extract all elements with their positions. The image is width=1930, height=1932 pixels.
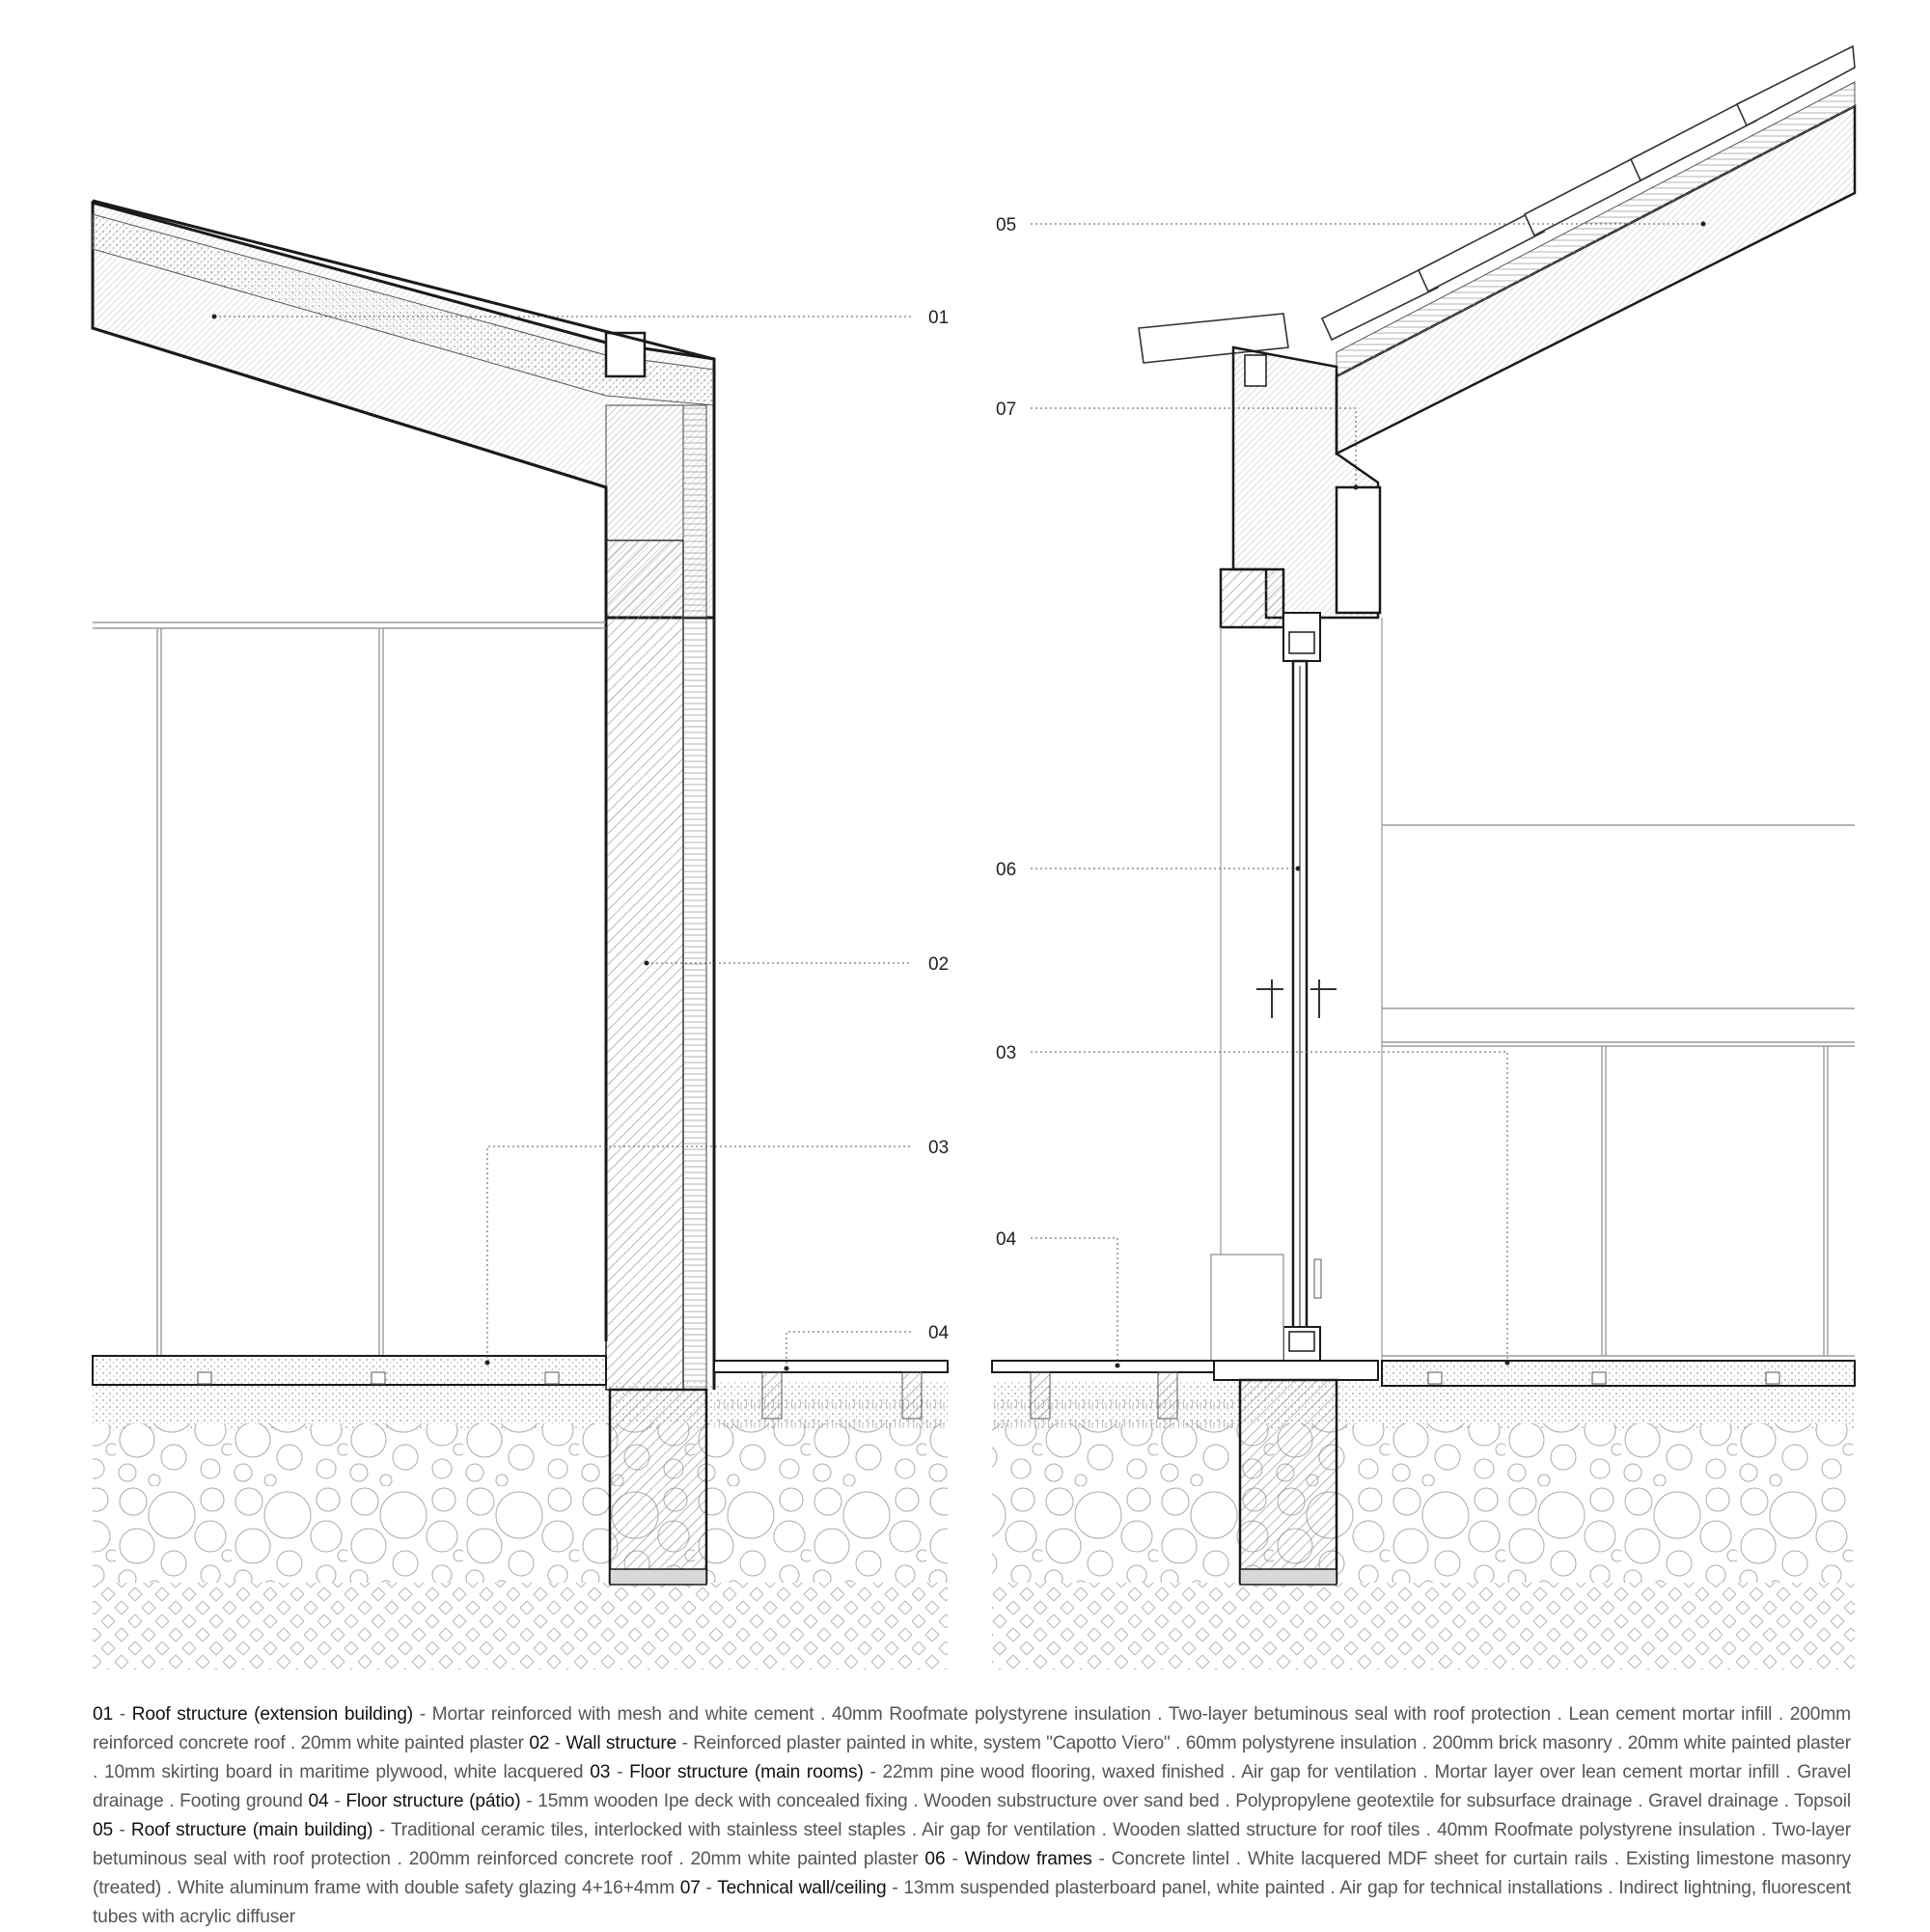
callout-04-left: 04 <box>928 1323 950 1343</box>
callout-01: 01 <box>928 308 949 328</box>
right-concrete-lintel <box>1219 567 1285 629</box>
left-footing <box>608 1388 708 1585</box>
callout-05: 05 <box>996 215 1016 235</box>
callout-02: 02 <box>928 954 949 975</box>
note-07: 07 - Technical wall/ceiling - 13mm suspe… <box>93 1878 1851 1927</box>
left-footing-ground <box>93 1583 948 1670</box>
right-gravel-layer <box>992 1423 1855 1583</box>
leader-lines <box>214 223 1703 1368</box>
callout-03-right: 03 <box>996 1043 1016 1063</box>
left-wall-insulation <box>682 404 707 1391</box>
callout-06: 06 <box>996 860 1016 880</box>
legend-notes: 01 - Roof structure (extension building)… <box>93 1700 1851 1932</box>
right-patio-deck <box>991 1360 1215 1373</box>
right-technical-ceiling <box>1335 485 1382 615</box>
note-02: 02 - Wall structure - Reinforced plaster… <box>93 1733 1852 1782</box>
right-floor-main <box>1381 1360 1856 1387</box>
right-foundation-wall <box>1238 1378 1338 1585</box>
callout-03-left: 03 <box>928 1138 949 1158</box>
right-window-frame <box>1256 612 1337 1368</box>
right-interior-cabinets <box>1382 824 1855 1357</box>
note-01: 01 - Roof structure (extension building)… <box>93 1704 1851 1753</box>
callout-07: 07 <box>996 400 1016 420</box>
right-footing-ground <box>992 1583 1855 1670</box>
left-wall-masonry <box>605 539 684 1391</box>
right-section <box>991 44 1857 1670</box>
callout-04-right: 04 <box>996 1229 1017 1250</box>
note-04: 04 - Floor structure (pátio) - 15mm wood… <box>308 1791 1852 1811</box>
left-floor-main <box>92 1355 607 1386</box>
left-patio-deck <box>713 1360 949 1373</box>
left-interior-cabinets <box>93 621 606 1357</box>
left-section <box>91 199 949 1670</box>
note-03: 03 - Floor structure (main rooms) - 22mm… <box>93 1762 1852 1811</box>
note-05: 05 - Roof structure (main building) - Tr… <box>93 1820 1851 1869</box>
right-roof-tiles <box>1320 44 1856 342</box>
note-06: 06 - Window frames - Concrete lintel . W… <box>93 1849 1851 1898</box>
left-gravel-layer <box>93 1423 948 1583</box>
section-drawing: 01 02 03 04 05 07 06 03 04 <box>91 44 1857 1670</box>
